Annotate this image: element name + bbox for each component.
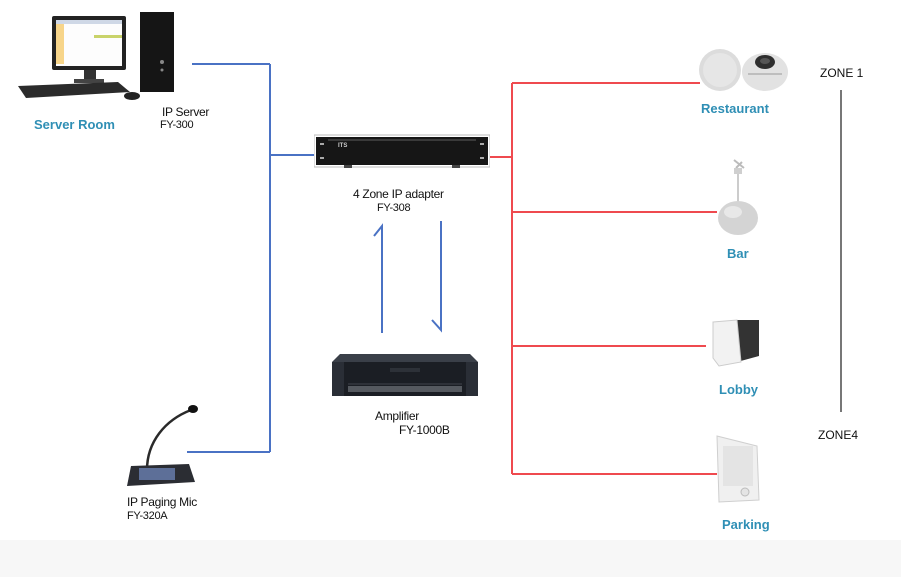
bar-speaker[interactable] — [714, 158, 762, 236]
adapter-model-label: FY-308 — [377, 202, 411, 214]
rack-amplifier-icon — [332, 354, 478, 396]
amplifier-model-label: FY-1000B — [399, 423, 450, 437]
restaurant-speaker[interactable] — [698, 48, 790, 92]
mic-model-label: FY-320A — [127, 510, 168, 522]
server-name-label: IP Server — [162, 105, 210, 119]
arrow-down — [431, 221, 442, 333]
amplifier-device[interactable] — [332, 352, 478, 398]
wall-box-speaker-icon — [712, 319, 759, 367]
zone-range-end: ZONE4 — [818, 428, 859, 442]
pendant-speaker-icon — [718, 159, 758, 235]
zone-label-restaurant: Restaurant — [701, 101, 769, 116]
paging-microphone-icon — [127, 405, 198, 486]
zone-label-bar: Bar — [727, 246, 749, 261]
zone-range-start: ZONE 1 — [820, 66, 864, 80]
signal-arrows — [373, 221, 442, 333]
wall-panel-speaker-icon — [716, 435, 760, 503]
paging-mic-device[interactable] — [125, 402, 205, 492]
desktop-computer-icon — [18, 12, 174, 100]
speaker-wires — [488, 82, 717, 475]
adapter-name-label: 4 Zone IP adapter — [353, 187, 444, 201]
zone-label-lobby: Lobby — [719, 382, 758, 397]
amplifier-name-label: Amplifier — [375, 409, 419, 423]
zone-label-parking: Parking — [722, 517, 770, 532]
network-wires — [187, 63, 316, 453]
lobby-speaker[interactable] — [711, 318, 761, 368]
mic-name-label: IP Paging Mic — [127, 495, 197, 509]
server-model-label: FY-300 — [160, 119, 194, 131]
rack-adapter-icon: ITS — [313, 134, 491, 168]
adapter-device[interactable]: ITS — [313, 133, 491, 169]
footer-band — [0, 540, 901, 577]
server-device[interactable] — [12, 10, 182, 102]
ceiling-speaker-icon — [699, 49, 788, 91]
svg-text:ITS: ITS — [338, 143, 347, 149]
arrow-up — [373, 223, 383, 333]
parking-speaker[interactable] — [715, 434, 765, 506]
server-room-label: Server Room — [34, 117, 115, 132]
